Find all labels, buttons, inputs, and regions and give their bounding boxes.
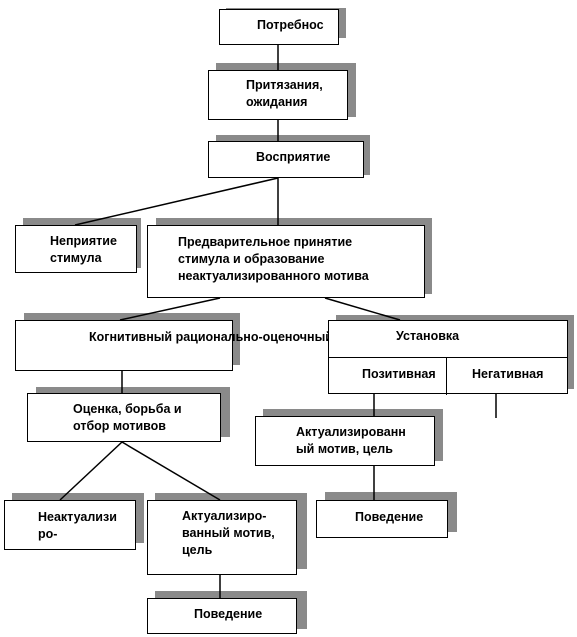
node-vospriyatie: Восприятие xyxy=(208,141,364,178)
node-ustanovka: Установка Позитивная Негативная xyxy=(328,320,568,395)
node-negativnaya-label: Негативная xyxy=(472,367,544,381)
node-potrebnost: Потребнос xyxy=(219,9,339,45)
node-aktualizirovannyy-left-label: Актуализиро- ванный мотив, цель xyxy=(182,509,275,557)
node-ocenka-label: Оценка, борьба и отбор мотивов xyxy=(73,402,182,433)
node-aktualizirovannyy-left: Актуализиро- ванный мотив, цель xyxy=(147,500,297,575)
node-povedenie-right: Поведение xyxy=(316,500,448,538)
node-vospriyatie-label: Восприятие xyxy=(256,150,331,164)
node-prityazaniya-label: Притязания, ожидания xyxy=(246,78,323,109)
node-ustanovka-label: Установка xyxy=(396,329,460,343)
node-nepriyatie-label: Неприятие стимула xyxy=(50,234,117,265)
node-kognitivnyy-label: Когнитивный рационально-оценочный xyxy=(89,330,333,344)
node-povedenie-right-label: Поведение xyxy=(355,510,424,524)
node-aktualizirovannyy-right: Актуализированн ый мотив, цель xyxy=(255,416,435,466)
node-povedenie-left-label: Поведение xyxy=(194,607,263,621)
ustanovka-divider-horizontal xyxy=(329,357,567,358)
node-prityazaniya: Притязания, ожидания xyxy=(208,70,348,120)
node-ocenka: Оценка, борьба и отбор мотивов xyxy=(27,393,221,442)
node-predvaritelnoe: Предварительное принятие стимула и образ… xyxy=(147,225,425,298)
node-pozitivnaya-label: Позитивная xyxy=(362,367,436,381)
node-povedenie-left: Поведение xyxy=(147,598,297,634)
node-neaktualizi: Неактуализи ро- xyxy=(4,500,136,550)
node-neaktualizi-label: Неактуализи ро- xyxy=(38,510,117,541)
node-potrebnost-label: Потребнос xyxy=(257,18,324,32)
ustanovka-divider-vertical xyxy=(446,357,447,395)
node-aktualizirovannyy-right-label: Актуализированн ый мотив, цель xyxy=(296,425,406,456)
node-nepriyatie: Неприятие стимула xyxy=(15,225,137,273)
node-kognitivnyy: Когнитивный рационально-оценочный xyxy=(15,320,333,371)
node-predvaritelnoe-label: Предварительное принятие стимула и образ… xyxy=(178,235,369,283)
